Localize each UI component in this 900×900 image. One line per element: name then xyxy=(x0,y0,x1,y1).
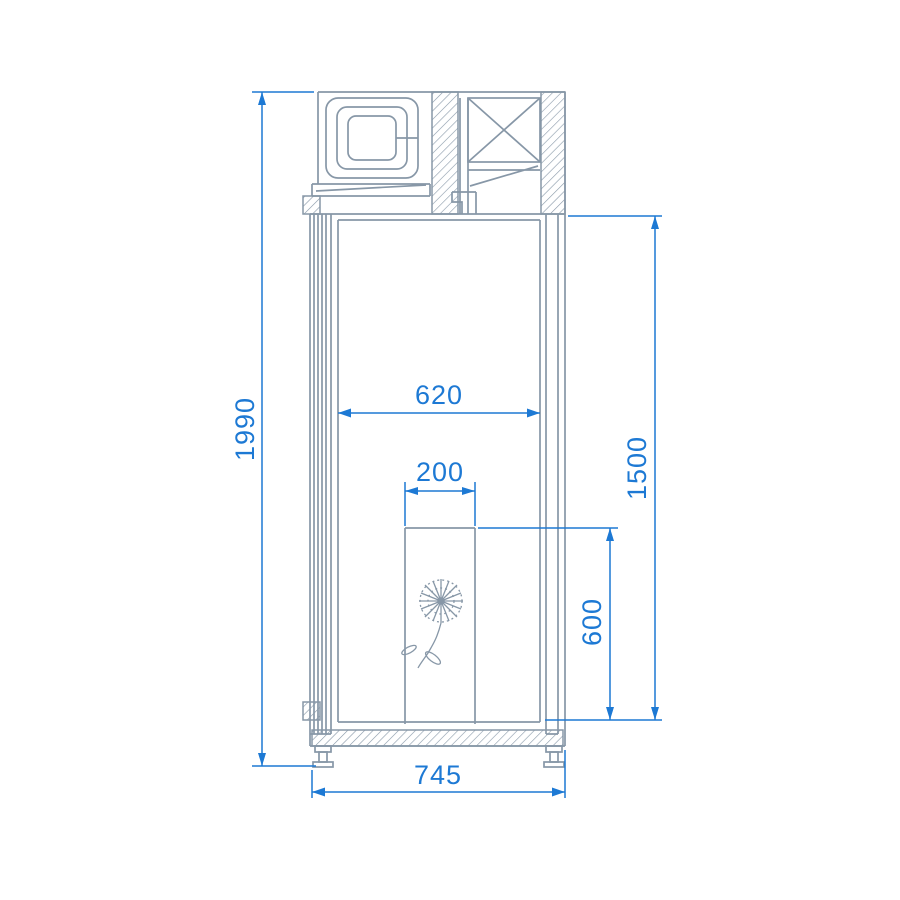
dim-line xyxy=(478,527,618,720)
dimension-overall-height: 1990 xyxy=(230,91,316,767)
door-layers xyxy=(309,214,339,746)
hatch-base-band xyxy=(311,729,564,747)
arrow-left-icon xyxy=(312,787,325,797)
foot-flange xyxy=(314,745,332,753)
foot-pad xyxy=(312,761,334,768)
coil-inner xyxy=(347,115,397,161)
fan-box-wall xyxy=(459,98,469,214)
left-foot xyxy=(312,745,334,768)
flower-fluff-inner xyxy=(427,587,455,615)
dim-line xyxy=(545,215,662,721)
duct-bracket xyxy=(451,191,477,214)
flower-leaf-left xyxy=(401,644,417,656)
hatch-middle-strip xyxy=(431,91,459,215)
arrow-down-icon xyxy=(258,753,266,766)
dimension-product-width: 200 xyxy=(404,457,476,526)
flower-leaf-right xyxy=(424,651,442,665)
fan-box xyxy=(451,97,541,214)
arrow-right-icon xyxy=(462,487,475,495)
dim-line xyxy=(311,750,566,798)
dimension-label-interior-height: 1500 xyxy=(622,436,652,500)
foot-flange xyxy=(545,745,563,753)
product-zone-outline xyxy=(404,527,476,724)
dimension-interior-width: 620 xyxy=(338,380,540,418)
arrow-left-icon xyxy=(338,408,351,418)
flower-center xyxy=(438,598,444,604)
fan-cross-icon xyxy=(467,97,541,163)
arrow-up-icon xyxy=(651,216,659,229)
right-wall-layers xyxy=(539,214,559,735)
dim-line xyxy=(252,91,316,767)
arrow-left-icon xyxy=(405,487,418,495)
foot-pad xyxy=(543,761,565,768)
drip-tray xyxy=(311,183,431,197)
dimension-interior-height: 1500 xyxy=(545,215,662,721)
dimension-label-overall-depth: 745 xyxy=(414,760,462,790)
arrow-right-icon xyxy=(552,787,565,797)
arrow-down-icon xyxy=(651,707,659,720)
right-foot xyxy=(543,745,565,768)
condenser-coil xyxy=(325,97,419,179)
flower-fluff-outer xyxy=(419,579,463,623)
hatch-door-top-block xyxy=(302,195,321,215)
dimensions: 1990 620 200 1500 600 xyxy=(230,91,662,798)
dimension-label-product-height: 600 xyxy=(577,598,607,646)
dimension-overall-depth: 745 xyxy=(311,750,566,798)
dimension-product-height: 600 xyxy=(478,527,618,720)
dimension-label-interior-width: 620 xyxy=(415,380,463,410)
dimension-label-overall-height: 1990 xyxy=(230,397,260,461)
arrow-up-icon xyxy=(258,92,266,105)
arrow-down-icon xyxy=(606,707,614,720)
flower-stem xyxy=(417,622,442,669)
hatch-door-bottom-block xyxy=(302,701,321,721)
arrow-up-icon xyxy=(606,528,614,541)
flower-icon xyxy=(401,579,463,669)
air-flap xyxy=(468,165,540,187)
foot-stem xyxy=(549,751,559,763)
hatch-right-strip xyxy=(540,91,566,215)
dimension-label-product-width: 200 xyxy=(416,457,464,487)
cabinet-structure xyxy=(302,91,566,768)
arrow-right-icon xyxy=(527,408,540,418)
fan-box-frame xyxy=(467,97,541,163)
foot-stem xyxy=(318,751,328,763)
